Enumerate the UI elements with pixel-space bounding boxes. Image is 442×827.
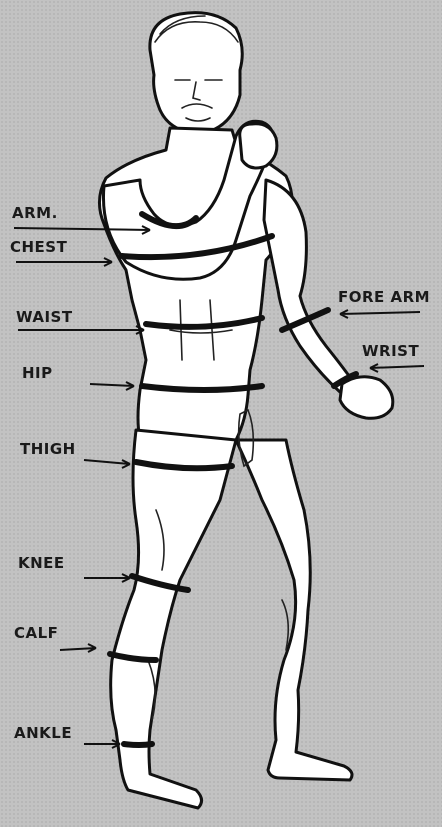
measurement-bands — [107, 211, 359, 748]
torso — [98, 126, 294, 442]
left-leg — [109, 428, 238, 810]
label-fore-arm: FORE ARM — [338, 288, 431, 306]
label-wrist: WRIST — [362, 342, 420, 360]
fist-hanging — [338, 375, 395, 420]
label-hip: HIP — [22, 364, 53, 382]
hanging-arm — [262, 178, 354, 394]
label-waist: WAIST — [16, 308, 73, 326]
label-chest: CHEST — [10, 238, 68, 256]
pointer-arrows — [13, 225, 425, 749]
label-knee: KNEE — [18, 554, 65, 572]
head — [148, 11, 244, 136]
right-leg — [234, 438, 354, 782]
label-thigh: THIGH — [20, 440, 76, 458]
label-calf: CALF — [14, 624, 59, 642]
label-arm: ARM. — [12, 204, 58, 222]
label-ankle: ANKLE — [14, 724, 73, 742]
fist-raised — [238, 122, 279, 170]
